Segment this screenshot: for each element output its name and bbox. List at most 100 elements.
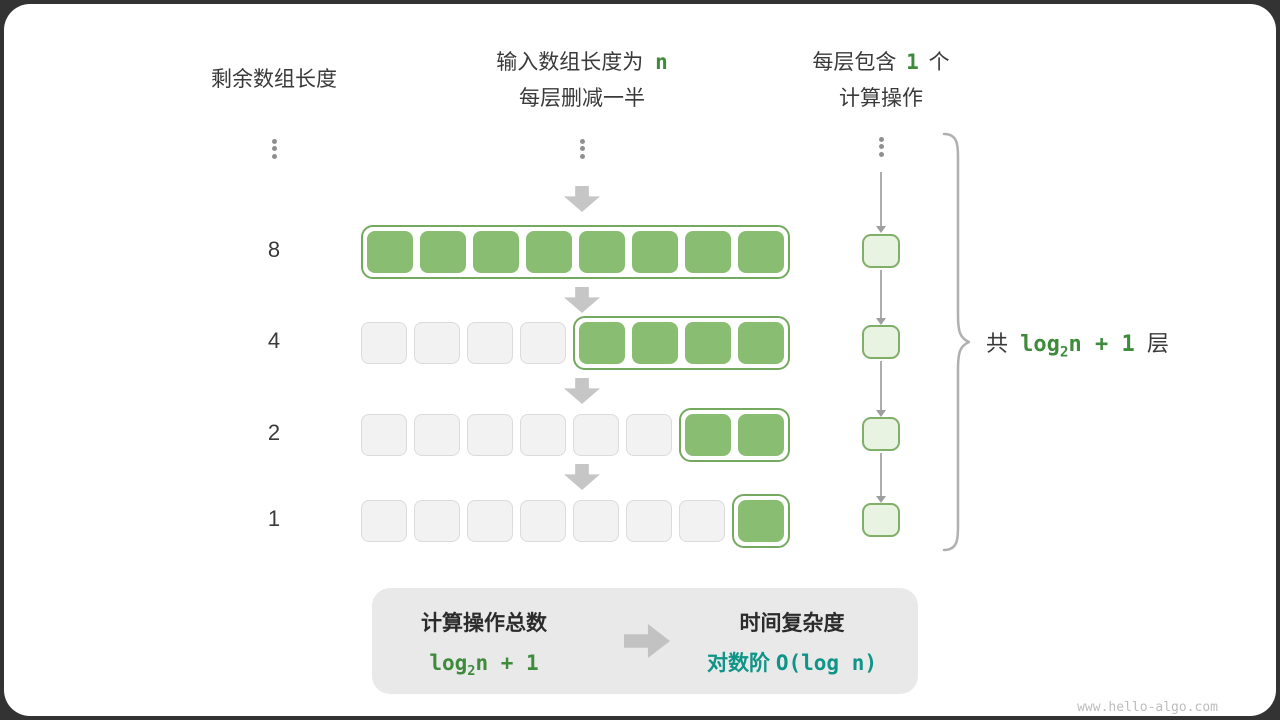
element-cell <box>420 230 466 273</box>
active-subarray <box>573 315 790 370</box>
empty-cell <box>467 499 513 542</box>
header-operations-count: 1 <box>906 50 919 74</box>
element-cell <box>738 499 784 542</box>
row-label-2: 2 <box>267 420 281 445</box>
header-halve-text: 每层删减一半 <box>519 87 645 110</box>
operation-box <box>862 417 900 451</box>
row-label-8: 8 <box>267 237 281 262</box>
array-row <box>361 493 790 548</box>
active-subarray <box>679 407 790 462</box>
operation-box <box>862 234 900 268</box>
element-cell <box>526 230 572 273</box>
dot <box>579 153 585 159</box>
connector-line <box>880 172 882 226</box>
active-subarray <box>732 493 790 548</box>
summary-right-value-cn: 对数阶 <box>707 652 770 675</box>
arrowhead-icon <box>876 496 886 503</box>
brace <box>942 132 970 552</box>
row-label-1: 1 <box>267 506 281 531</box>
connector-line <box>880 270 882 318</box>
header-input-length-var: n <box>655 50 668 74</box>
left-ellipsis-dots <box>270 136 278 161</box>
empty-cell <box>626 499 672 542</box>
summary-left-formula: log2n + 1 <box>429 651 539 680</box>
middle-ellipsis-dots <box>578 136 586 161</box>
layer-count-suffix: 层 <box>1146 331 1169 356</box>
dot <box>271 146 277 151</box>
down-arrow-icon <box>564 287 600 313</box>
summary-right-value-formula: O(log n) <box>775 651 877 675</box>
empty-cell <box>626 413 672 456</box>
active-subarray <box>361 224 790 279</box>
element-cell <box>579 321 625 364</box>
layer-count-prefix: 共 <box>986 331 1009 356</box>
dot <box>878 144 884 149</box>
element-cell <box>685 321 731 364</box>
array-row <box>361 407 790 462</box>
layer-count-formula: log2n + 1 <box>1020 332 1135 361</box>
element-cell <box>579 230 625 273</box>
element-cell <box>738 321 784 364</box>
header-input-length-line1: 输入数组长度为 n <box>422 44 742 81</box>
down-arrow-icon <box>564 186 600 212</box>
diagram-card: 剩余数组长度 输入数组长度为 n 每层删减一半 每层包含 1 个 计算操作 <box>4 4 1276 716</box>
header-operations-suffix: 个 <box>928 51 950 74</box>
right-arrow-icon <box>624 624 670 658</box>
down-arrow-icon <box>564 378 600 404</box>
element-cell <box>738 413 784 456</box>
layer-count-label: 共 log2n + 1 层 <box>986 326 1169 360</box>
watermark: www.hello-algo.com <box>1077 700 1218 715</box>
dot <box>579 138 585 144</box>
element-cell <box>685 413 731 456</box>
header-remaining-length-text: 剩余数组长度 <box>211 68 337 91</box>
array-row <box>361 315 790 370</box>
element-cell <box>632 230 678 273</box>
header-operations-prefix: 每层包含 <box>812 51 897 74</box>
empty-cell <box>361 499 407 542</box>
summary-left-title: 计算操作总数 <box>421 612 547 635</box>
header-operations: 每层包含 1 个 计算操作 <box>764 44 998 117</box>
connector-line <box>880 453 882 496</box>
dot <box>878 136 884 142</box>
dot <box>271 153 277 159</box>
summary-right-value: 对数阶 O(log n) <box>672 648 912 679</box>
arrowhead-icon <box>876 410 886 417</box>
empty-cell <box>414 321 460 364</box>
down-arrow-icon <box>564 464 600 490</box>
summary-right-title: 时间复杂度 <box>739 612 845 635</box>
empty-cell <box>414 499 460 542</box>
dot <box>579 146 585 151</box>
empty-cell <box>679 499 725 542</box>
array-row <box>361 224 790 279</box>
empty-cell <box>520 413 566 456</box>
header-input-length-prefix: 输入数组长度为 <box>496 51 644 74</box>
operation-box <box>862 325 900 359</box>
dot <box>878 151 884 157</box>
dot <box>271 138 277 144</box>
right-ellipsis-dots <box>877 134 885 159</box>
operation-box <box>862 503 900 537</box>
header-operations-line1: 每层包含 1 个 <box>764 44 998 81</box>
header-input-length: 输入数组长度为 n 每层删减一半 <box>422 44 742 117</box>
element-cell <box>632 321 678 364</box>
empty-cell <box>520 321 566 364</box>
arrowhead-icon <box>876 318 886 325</box>
empty-cell <box>361 413 407 456</box>
empty-cell <box>467 321 513 364</box>
empty-cell <box>414 413 460 456</box>
empty-cell <box>573 413 619 456</box>
empty-cell <box>520 499 566 542</box>
empty-cell <box>361 321 407 364</box>
arrowhead-icon <box>876 226 886 233</box>
connector-line <box>880 361 882 410</box>
empty-cell <box>573 499 619 542</box>
header-remaining-length: 剩余数组长度 <box>164 62 384 98</box>
element-cell <box>473 230 519 273</box>
header-operations-line2: 计算操作 <box>839 87 923 110</box>
empty-cell <box>467 413 513 456</box>
element-cell <box>738 230 784 273</box>
row-label-4: 4 <box>267 328 281 353</box>
element-cell <box>685 230 731 273</box>
summary-box: 计算操作总数 log2n + 1 时间复杂度 对数阶 O(log n) <box>372 588 918 694</box>
